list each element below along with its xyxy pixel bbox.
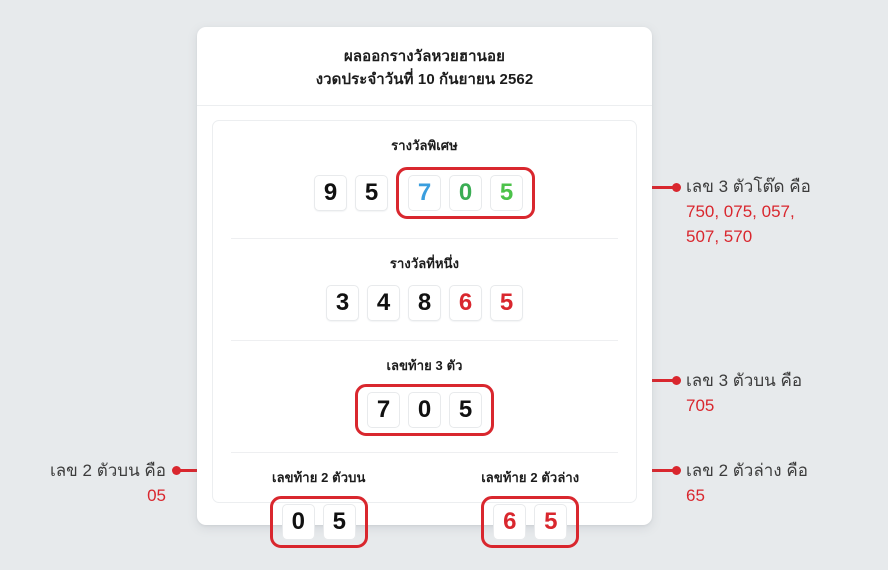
- annotation-top-two: เลข 2 ตัวบน คือ 05: [0, 458, 166, 508]
- draw-date-subtitle: งวดประจำวันที่ 10 กันยายน 2562: [315, 71, 534, 88]
- page-title: ผลออกรางวัลหวยฮานอย: [343, 48, 506, 65]
- connector-dot-bottom-two: [672, 466, 681, 475]
- section-special-prize: รางวัลพิเศษ 9 5 7 0 5: [213, 121, 636, 219]
- section-divider: [231, 238, 618, 239]
- connector-dot-top-two: [172, 466, 181, 475]
- digit-row-last-two-bottom: 6 5: [481, 496, 580, 548]
- annotation-tote-three: เลข 3 ตัวโต๊ด คือ 750, 075, 057, 507, 57…: [686, 174, 886, 249]
- annotation-bottom-two-title: เลข 2 ตัวล่าง คือ: [686, 461, 808, 480]
- digit-box: 9: [314, 175, 347, 211]
- connector-dot-top-three: [672, 376, 681, 385]
- connector-dot-tote-three: [672, 183, 681, 192]
- annotation-tote-three-value-line1: 750, 075, 057,: [686, 202, 795, 221]
- section-first-prize: รางวัลที่หนึ่ง 3 4 8 6 5: [213, 239, 636, 321]
- annotation-top-three: เลข 3 ตัวบน คือ 705: [686, 368, 886, 418]
- section-last-two-top: เลขท้าย 2 ตัวบน 0 5: [269, 467, 368, 548]
- lottery-result-card: ผลออกรางวัลหวยฮานอย งวดประจำวันที่ 10 กั…: [197, 27, 652, 548]
- section-label-last-three: เลขท้าย 3 ตัว: [386, 358, 463, 373]
- highlight-box-tote-three: 7 0 5: [396, 167, 535, 219]
- digit-box: 4: [367, 285, 400, 321]
- digit-box: 5: [449, 392, 482, 428]
- annotation-top-three-title: เลข 3 ตัวบน คือ: [686, 371, 803, 390]
- digit-row-special-prize: 9 5 7 0 5: [213, 167, 636, 219]
- section-label-last-two-top: เลขท้าย 2 ตัวบน: [272, 470, 366, 485]
- digit-box: 5: [534, 504, 568, 540]
- annotation-tote-three-value-line2: 507, 570: [686, 227, 753, 246]
- digit-box: 5: [490, 175, 523, 211]
- digit-box: 0: [449, 175, 482, 211]
- digit-box: 7: [367, 392, 400, 428]
- digit-box: 0: [408, 392, 441, 428]
- annotation-bottom-two: เลข 2 ตัวล่าง คือ 65: [686, 458, 886, 508]
- section-last-two-bottom: เลขท้าย 2 ตัวล่าง 6 5: [481, 467, 580, 548]
- digit-row-last-three: 7 0 5: [213, 384, 636, 436]
- digit-row-first-prize: 3 4 8 6 5: [213, 285, 636, 321]
- highlight-box-top-two: 0 5: [269, 496, 368, 548]
- digit-box: 6: [493, 504, 527, 540]
- digit-box: 7: [408, 175, 441, 211]
- annotation-top-two-value: 05: [147, 486, 166, 505]
- section-divider: [231, 452, 618, 453]
- results-panel: รางวัลพิเศษ 9 5 7 0 5 รางวัลที่หนึ่ง 3: [212, 120, 637, 548]
- digit-box: 5: [490, 285, 523, 321]
- digit-box: 6: [449, 285, 482, 321]
- section-label-special-prize: รางวัลพิเศษ: [391, 138, 458, 153]
- highlight-box-top-three: 7 0 5: [355, 384, 494, 436]
- digit-box: 3: [326, 285, 359, 321]
- section-last-two-row: เลขท้าย 2 ตัวบน 0 5 เลขท้าย 2 ตัวล่าง 6 …: [213, 453, 636, 548]
- highlight-box-bottom-two: 6 5: [481, 496, 580, 548]
- section-last-three: เลขท้าย 3 ตัว 7 0 5: [213, 341, 636, 436]
- annotation-top-two-title: เลข 2 ตัวบน คือ: [49, 461, 166, 480]
- digit-box: 5: [355, 175, 388, 211]
- digit-box: 5: [322, 504, 356, 540]
- annotation-top-three-value: 705: [686, 396, 715, 415]
- digit-box: 8: [408, 285, 441, 321]
- card-header: ผลออกรางวัลหวยฮานอย งวดประจำวันที่ 10 กั…: [197, 27, 652, 106]
- section-divider: [231, 340, 618, 341]
- section-label-last-two-bottom: เลขท้าย 2 ตัวล่าง: [481, 470, 580, 485]
- section-label-first-prize: รางวัลที่หนึ่ง: [389, 256, 460, 271]
- digit-row-last-two-top: 0 5: [269, 496, 368, 548]
- digit-box: 0: [281, 504, 315, 540]
- annotation-bottom-two-value: 65: [686, 486, 705, 505]
- annotation-tote-three-title: เลข 3 ตัวโต๊ด คือ: [686, 177, 811, 196]
